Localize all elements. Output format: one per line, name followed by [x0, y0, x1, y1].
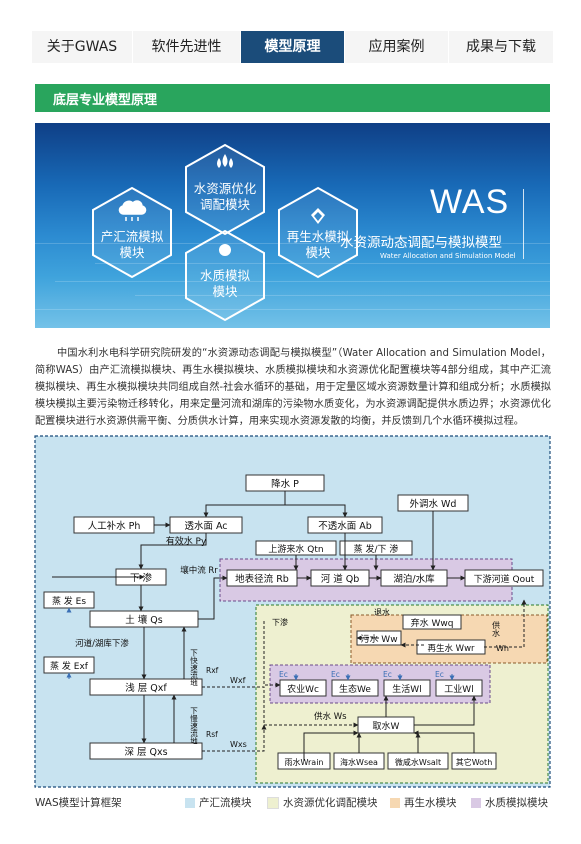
- rain-cloud-icon: [118, 200, 147, 221]
- label-drain: 退水: [374, 607, 390, 617]
- label-other: 其它Woth: [456, 757, 493, 767]
- label-transfer: 外调水 Wd: [410, 498, 457, 510]
- tab-model-principle[interactable]: 模型原理: [241, 31, 345, 63]
- legend-swatch-reclaimed: [390, 797, 400, 808]
- hex-left: [92, 186, 172, 279]
- node-agri-box: [279, 679, 327, 697]
- label-supplyw: 供水 Ws: [314, 711, 347, 722]
- was-divider: [523, 189, 524, 259]
- label-rain: 雨水Wrain: [284, 757, 323, 767]
- label-supply: 供水: [492, 620, 501, 637]
- label-surface: 地表径流 Rb: [235, 573, 289, 585]
- label-ec1: Ec: [279, 670, 288, 679]
- label-intake: 取水W: [373, 720, 400, 732]
- section-title: 底层专业模型原理: [53, 93, 158, 108]
- label-precip: 降水 P: [271, 478, 299, 490]
- legend-swatch-allocation: [267, 796, 279, 809]
- tab-about[interactable]: 关于GWAS: [32, 31, 133, 63]
- label-sea: 海水Wsea: [340, 757, 378, 767]
- hex-right-label: 再生水模拟模块: [286, 229, 350, 260]
- label-slowflow: 下慢速流地: [189, 707, 198, 745]
- label-evapxf: 蒸 发 Exf: [50, 660, 89, 672]
- node-life-box: [383, 679, 431, 697]
- was-title: WAS: [430, 183, 510, 221]
- label-artificial: 人工补水 Ph: [88, 520, 141, 532]
- water-quality-icon: [219, 244, 231, 256]
- label-downstream: 下游河道 Qout: [474, 573, 535, 585]
- tab-cases[interactable]: 应用案例: [345, 31, 449, 63]
- droplets-icon: [217, 154, 233, 168]
- recycle-icon: [311, 208, 325, 224]
- label-eco: 生态We: [339, 683, 371, 695]
- label-wxs: Wxs: [230, 740, 247, 749]
- label-wxf: Wxf: [230, 676, 246, 685]
- label-wh: Wh: [496, 644, 509, 653]
- section-header: 底层专业模型原理: [35, 84, 550, 112]
- tab-downloads[interactable]: 成果与下载: [449, 31, 553, 63]
- label-ind: 工业Wl: [444, 684, 473, 695]
- label-upstream: 上游来水 Qtn: [268, 543, 323, 555]
- label-lake: 湖泊/水库: [393, 573, 435, 585]
- hex-right: [278, 186, 358, 279]
- label-impervious: 不透水面 Ab: [318, 520, 372, 532]
- label-river: 河 道 Qb: [321, 573, 360, 585]
- top-nav: 关于GWAS 软件先进性 模型原理 应用案例 成果与下载: [32, 31, 553, 63]
- legend-item-allocation: 水资源优化调配模块: [267, 795, 378, 810]
- node-abandon-box: [402, 614, 462, 630]
- label-soil: 土 壤 Qs: [125, 614, 163, 626]
- hex-bottom-label: 水质模拟模块: [199, 268, 250, 299]
- label-rxf: Rxf: [206, 666, 219, 675]
- node-eco-box: [331, 679, 379, 697]
- label-ec3: Ec: [383, 670, 392, 679]
- label-lakeseep: 河道/湖库下渗: [75, 638, 129, 649]
- legend-title: WAS模型计算框架: [35, 797, 122, 809]
- legend-item-reclaimed: 再生水模块: [390, 795, 457, 810]
- legend-swatch-quality: [471, 797, 481, 808]
- hex-top-label: 水资源优化调配模块: [193, 181, 257, 212]
- label-evaplake: 蒸 发/下 渗: [354, 543, 399, 555]
- hex-left-label: 产汇流模拟模块: [100, 229, 164, 260]
- label-brackish: 微咸水Wsalt: [395, 757, 441, 767]
- was-framework-diagram: 降水 P 人工补水 Ph 透水面 Ac 不透水面 Ab 外调水 Wd 有效水 P…: [34, 435, 551, 788]
- was-en-title: Water Allocation and Simulation Model: [380, 252, 516, 260]
- label-shallow: 浅 层 Qxf: [125, 682, 167, 694]
- legend-swatch-runoff: [185, 797, 195, 808]
- label-effective: 有效水 Py: [166, 535, 207, 547]
- node-ind-box: [435, 679, 483, 697]
- hex-top: [185, 143, 265, 236]
- hex-bottom: [185, 229, 265, 322]
- model-banner: 水资源优化调配模块 产汇流模拟模块 再生水模拟模块 水质模拟模块 WAS 水资源…: [35, 123, 550, 328]
- legend-item-runoff: 产汇流模块: [185, 795, 252, 810]
- label-fastflow: 下快速流地: [189, 649, 198, 687]
- label-agri: 农业Wc: [287, 683, 319, 695]
- label-evaps: 蒸 发 Es: [52, 595, 86, 607]
- was-cn-title: 水资源动态调配与模拟模型: [340, 235, 502, 251]
- label-interflow: 壤中流 Rr: [180, 565, 218, 576]
- tab-advantages[interactable]: 软件先进性: [133, 31, 241, 63]
- label-reclaimed: 再生水 Wwr: [427, 643, 475, 654]
- intro-paragraph: 中国水利水电科学研究院研发的“水资源动态调配与模拟模型”（Water Alloc…: [35, 348, 551, 427]
- label-ec2: Ec: [331, 670, 340, 679]
- label-ec4: Ec: [435, 670, 444, 679]
- label-deep: 深 层 Qxs: [124, 747, 167, 758]
- label-sewage: 污水 Ww: [360, 633, 397, 645]
- label-life: 生活Wl: [392, 683, 421, 695]
- label-pervious: 透水面 Ac: [184, 520, 227, 532]
- legend-item-quality: 水质模拟模块: [471, 795, 548, 810]
- label-abandon: 弃水 Wwq: [411, 617, 454, 629]
- diagram-legend: WAS模型计算框架 产汇流模块 水资源优化调配模块 再生水模块 水质模拟模块: [35, 795, 555, 811]
- label-downseep: 下渗: [272, 617, 288, 627]
- hex-group: [92, 143, 358, 322]
- label-infiltrate: 下 渗: [130, 572, 153, 584]
- label-rsf: Rsf: [206, 730, 218, 739]
